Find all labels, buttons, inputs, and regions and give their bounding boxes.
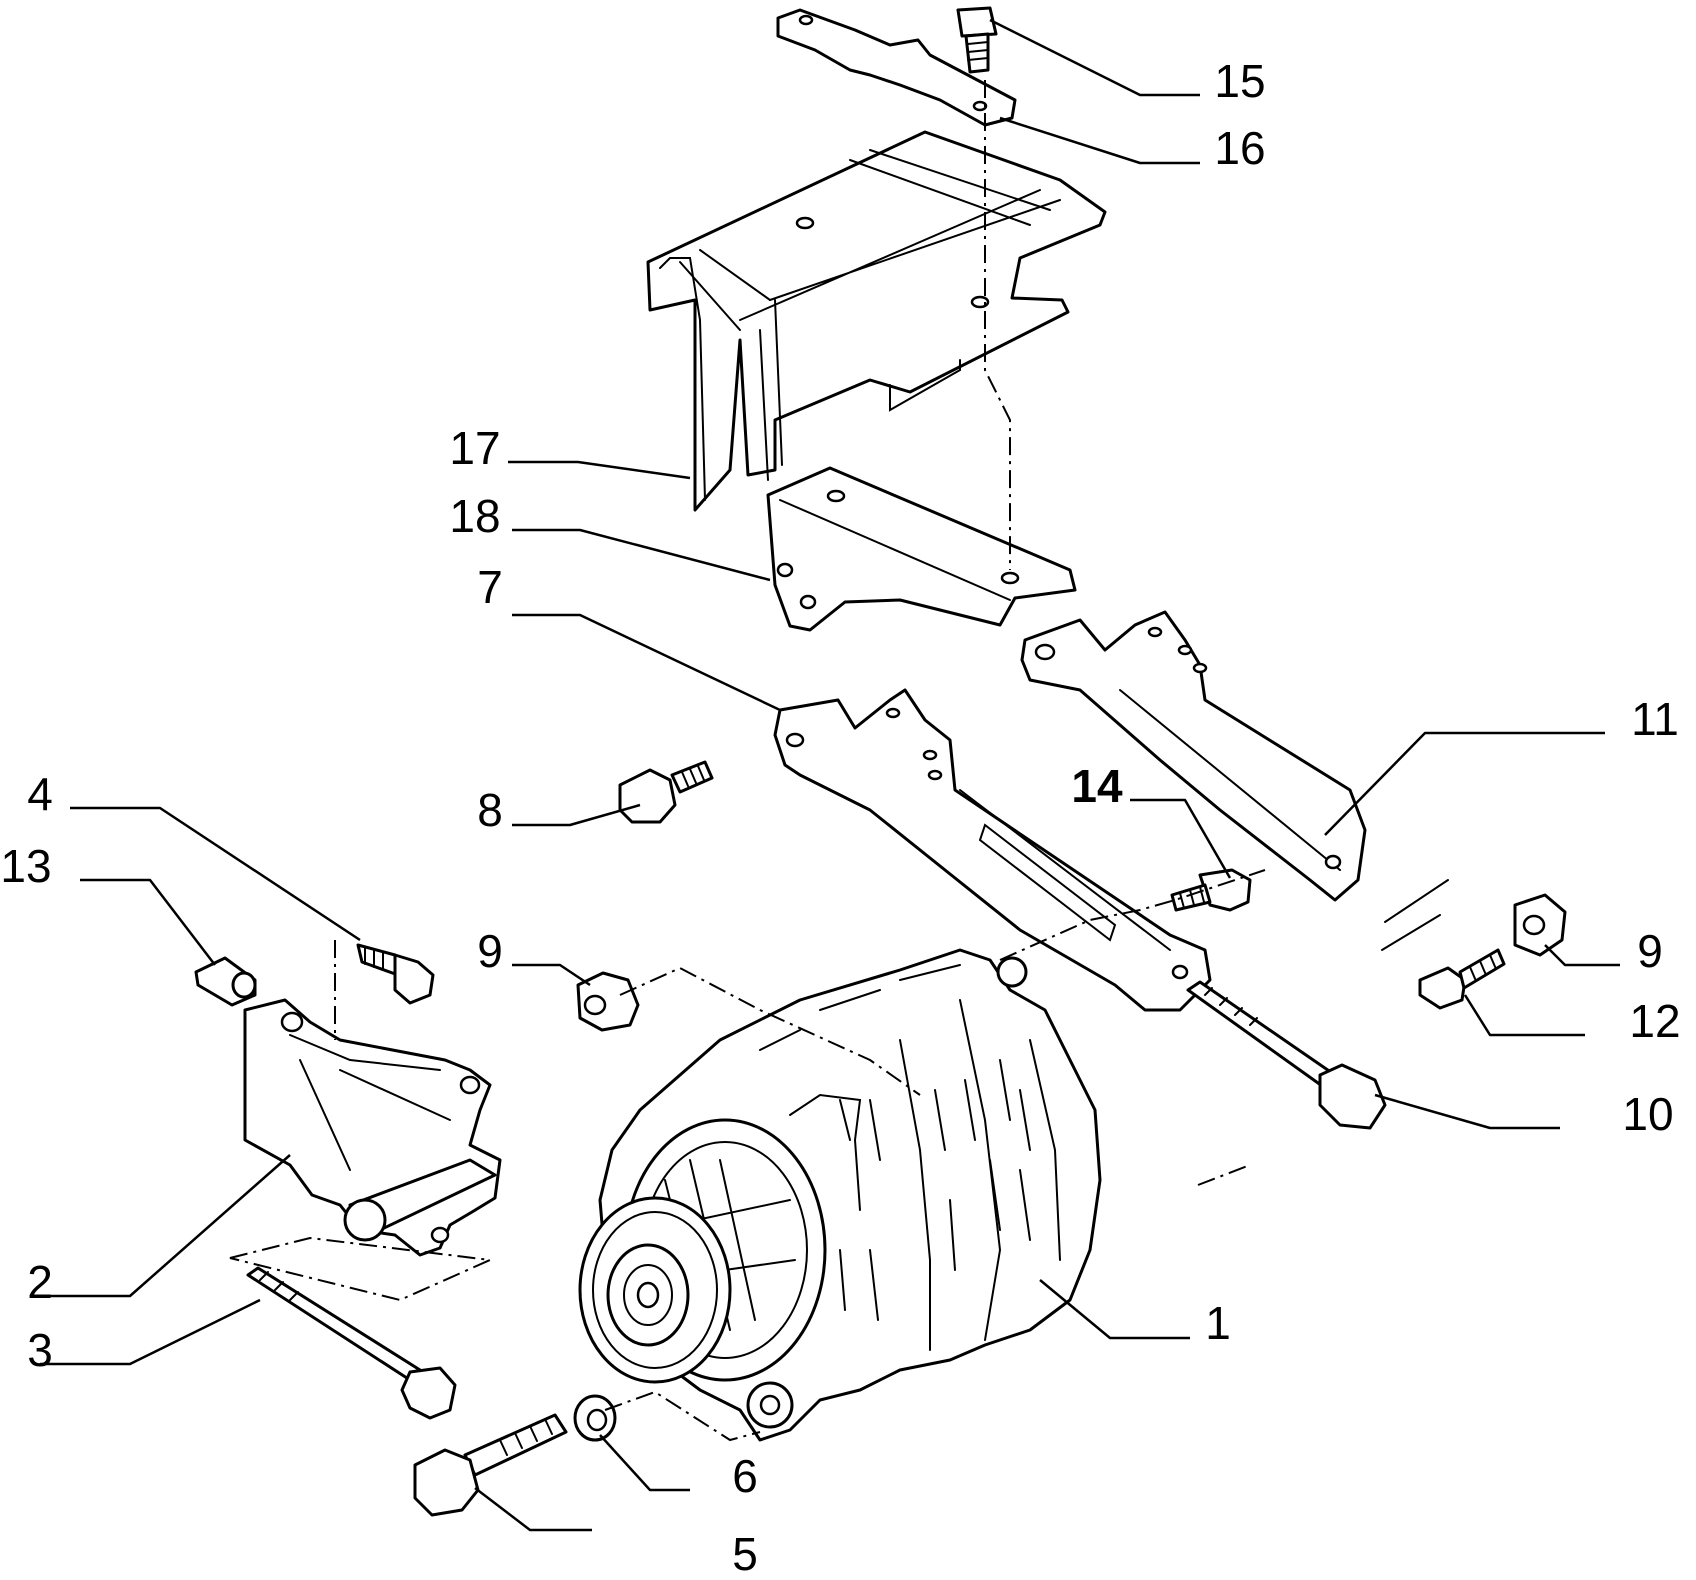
callout-9-right: 9 (1637, 925, 1663, 977)
callout-5: 5 (732, 1528, 758, 1580)
part-6-washer (573, 1394, 617, 1442)
leader-lines (40, 18, 1620, 1532)
callout-8: 8 (477, 784, 503, 836)
callout-1: 1 (1205, 1297, 1231, 1349)
part-5-bolt (413, 1413, 568, 1517)
part-2-alternator-support (243, 998, 502, 1257)
part-3-long-bolt (246, 1266, 457, 1420)
part-7-adjusting-link (773, 688, 1212, 1012)
part-9-nut-left (576, 971, 640, 1032)
callout-4: 4 (27, 768, 53, 820)
callout-2: 2 (27, 1256, 53, 1308)
callout-3: 3 (27, 1324, 53, 1376)
callout-9-left: 9 (477, 925, 503, 977)
part-9-nut-right (1513, 893, 1567, 957)
callout-12: 12 (1629, 995, 1680, 1047)
callout-18: 18 (449, 490, 500, 542)
part-18-bracket (766, 466, 1077, 632)
callout-10: 10 (1622, 1088, 1673, 1140)
dashed-outline-3 (229, 1236, 494, 1302)
callout-labels: 1 2 3 4 5 6 7 8 9 9 10 11 12 13 14 15 16… (0, 55, 1680, 1580)
part-15-bolt (956, 6, 998, 74)
center-lines (334, 80, 1449, 1442)
callout-17: 17 (449, 422, 500, 474)
part-14-stud (1170, 868, 1252, 912)
part-11-bracket-arm (1020, 610, 1367, 902)
callout-6: 6 (732, 1450, 758, 1502)
part-8-bolt (618, 760, 714, 824)
part-16-strap-plate (776, 8, 1017, 127)
callout-14: 14 (1071, 760, 1123, 812)
part-4-bolt (356, 943, 435, 1005)
part-13-sleeve (194, 956, 257, 1007)
callout-11: 11 (1631, 693, 1679, 745)
callout-7: 7 (477, 561, 503, 613)
part-10-long-bolt (1186, 980, 1387, 1130)
part-1-alternator (578, 948, 1102, 1442)
part-17-support-bracket (646, 130, 1107, 512)
callout-15: 15 (1214, 55, 1265, 107)
part-12-bolt (1418, 948, 1506, 1010)
callout-16: 16 (1214, 122, 1265, 174)
callout-13: 13 (0, 840, 51, 892)
